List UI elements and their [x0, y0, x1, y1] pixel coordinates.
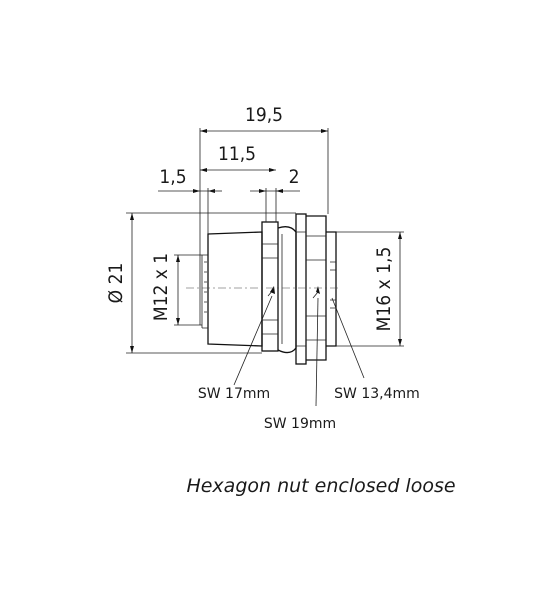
dimension-outer-diameter: Ø 21 [105, 263, 127, 304]
dimension-overall-length: 19,5 [245, 104, 283, 126]
dimension-flange-width: 2 [289, 166, 300, 188]
dimension-front-thread: M12 x 1 [150, 253, 172, 321]
caption: Hexagon nut enclosed loose [186, 475, 455, 497]
dimension-left-offset: 1,5 [159, 166, 186, 188]
dimension-rear-thread: M16 x 1,5 [373, 247, 395, 332]
wrench-size-sw19: SW 19mm [264, 416, 336, 432]
dimension-body-length: 11,5 [218, 143, 256, 165]
wrench-size-sw13: SW 13,4mm [334, 386, 420, 402]
connector-body [201, 213, 337, 365]
dimension-lines [126, 128, 404, 407]
wrench-size-sw17: SW 17mm [198, 386, 270, 402]
